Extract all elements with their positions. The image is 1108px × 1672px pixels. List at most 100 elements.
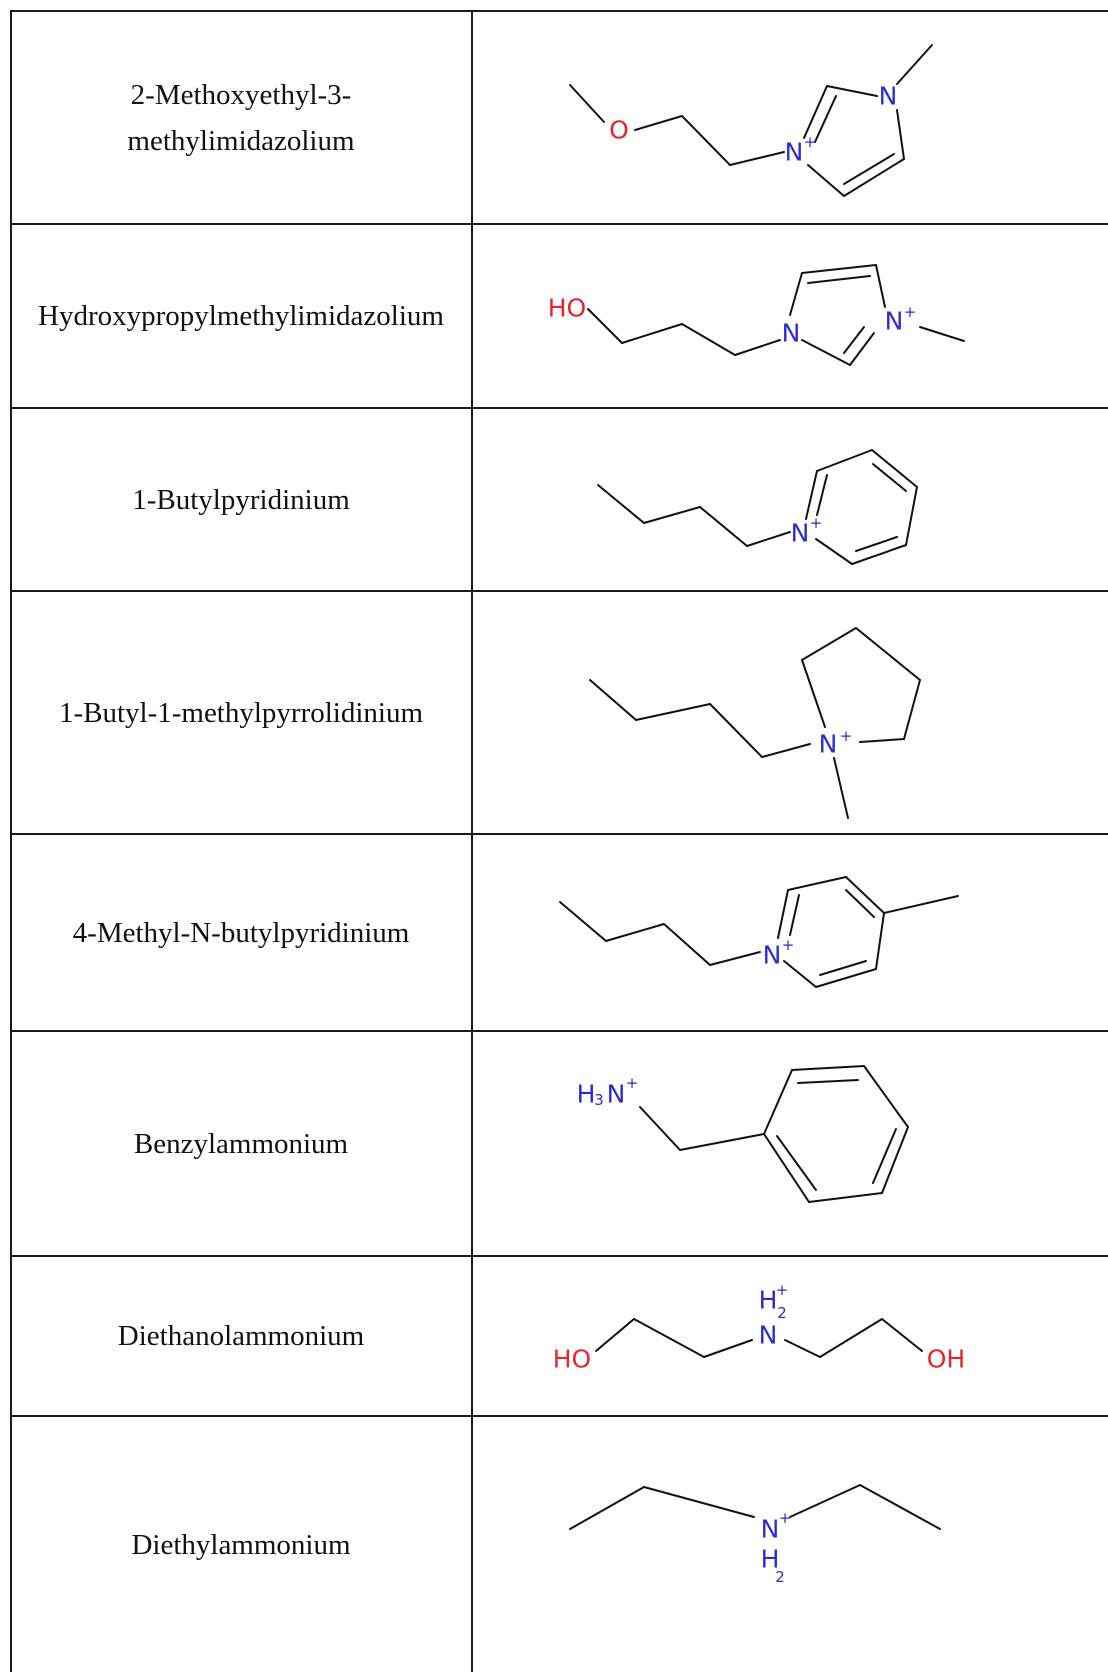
cation-name-cell: 4-Methyl-N-butylpyridinium — [10, 835, 472, 1030]
bond — [639, 1106, 681, 1151]
structure-butylpyridinium: N + — [597, 449, 918, 565]
atom-hydroxyl: HO — [548, 294, 586, 323]
bond — [643, 1486, 755, 1518]
bond — [633, 1318, 705, 1358]
bond — [569, 84, 605, 123]
bond — [703, 1339, 753, 1358]
cation-name: Hydroxypropylmethylimidazolium — [38, 300, 444, 332]
bond — [863, 1065, 909, 1128]
structure-cell: HO H + N 2 OH — [472, 1257, 1108, 1415]
bond — [761, 743, 811, 758]
atom-hydrogen: H — [761, 1545, 780, 1574]
bond — [814, 95, 837, 143]
bond — [559, 901, 607, 942]
charge-plus: + — [804, 133, 817, 151]
charge-plus: + — [626, 1074, 639, 1092]
bond — [589, 679, 637, 721]
bond — [859, 738, 905, 743]
bond — [801, 627, 857, 661]
cation-name: 2-Methoxyethyl-3-methylimidazolium — [127, 78, 355, 157]
bond — [797, 1079, 859, 1084]
structure-cell: H 3 N + — [472, 1032, 1108, 1255]
bond — [845, 876, 885, 914]
subscript-2: 2 — [777, 1304, 787, 1322]
charge-plus: + — [810, 514, 823, 532]
bond — [833, 757, 849, 819]
bond — [734, 339, 781, 356]
charge-plus: + — [779, 1509, 792, 1527]
bond — [801, 659, 826, 728]
bond — [805, 470, 818, 520]
bond — [905, 486, 918, 546]
bond — [746, 531, 791, 547]
bond — [851, 544, 907, 565]
bond — [845, 889, 875, 918]
cation-name: Diethylammonium — [131, 1528, 351, 1561]
cation-name: 1-Butylpyridinium — [132, 483, 350, 516]
subscript-3: 3 — [594, 1091, 604, 1109]
bond — [791, 1065, 865, 1071]
bond — [681, 115, 731, 166]
structure-methyl-butylpyridinium: N + — [559, 876, 959, 988]
bond — [881, 1318, 923, 1352]
row-divider — [10, 1255, 1108, 1257]
bond — [709, 951, 761, 966]
cation-name-cell: Benzylammonium — [10, 1032, 472, 1255]
atom-nitrogen: N — [759, 1321, 778, 1350]
structure-cell: O N + N — [472, 12, 1108, 223]
row-divider — [10, 407, 1108, 409]
bond — [871, 449, 918, 488]
bond — [843, 153, 895, 185]
bond — [872, 1128, 897, 1184]
cation-name-cell: 1-Butylpyridinium — [10, 409, 472, 590]
bond — [849, 332, 875, 366]
structure-methoxyethyl-methylimidazolium: O N + N — [569, 44, 933, 197]
structure-cell: N + — [472, 592, 1108, 833]
charge-plus: + — [904, 303, 917, 321]
cation-name-cell: Diethanolammonium — [10, 1257, 472, 1415]
bond — [896, 109, 905, 160]
subscript-2: 2 — [775, 1568, 785, 1586]
row-divider — [10, 223, 1108, 225]
atom-hydrogen: H — [759, 1286, 778, 1315]
bond — [597, 484, 645, 524]
bond — [634, 115, 683, 131]
bond — [681, 323, 736, 356]
bond — [801, 339, 851, 366]
atom-nitrogen: N — [607, 1080, 626, 1109]
bond — [855, 627, 921, 681]
bond — [776, 1135, 817, 1191]
structure-benzylammonium: H 3 N + — [577, 1065, 909, 1203]
bond — [903, 679, 921, 740]
bond — [883, 895, 959, 914]
bond — [843, 326, 865, 354]
structure-cell: N + — [472, 835, 1108, 1030]
bond — [855, 536, 898, 552]
cation-name: Diethanolammonium — [117, 1320, 365, 1352]
bond — [787, 876, 847, 891]
bond — [816, 449, 873, 472]
cation-name-cell: Diethylammonium — [10, 1417, 472, 1672]
bond — [784, 1339, 821, 1358]
bond — [709, 703, 763, 758]
bond — [643, 506, 701, 524]
table-border-top — [10, 10, 1108, 12]
bond — [815, 968, 877, 988]
row-divider — [10, 1415, 1108, 1417]
bond — [819, 960, 867, 976]
bond — [816, 474, 828, 516]
atom-nitrogen: N — [785, 138, 804, 167]
bond — [587, 308, 623, 344]
atom-nitrogen: N — [763, 941, 782, 970]
bond — [789, 894, 800, 936]
atom-hydroxyl: HO — [553, 1345, 591, 1374]
bond — [729, 151, 785, 166]
atom-hydrogen: H — [577, 1080, 596, 1109]
row-divider — [10, 833, 1108, 835]
cation-name-cell: Hydroxypropylmethylimidazolium — [10, 225, 472, 407]
cation-name-cell: 1-Butyl-1-methylpyrrolidinium — [10, 592, 472, 833]
atom-nitrogen: N — [761, 1515, 780, 1544]
atom-nitrogen: N — [819, 730, 838, 759]
atom-nitrogen: N — [879, 82, 898, 111]
bond — [808, 1192, 883, 1203]
